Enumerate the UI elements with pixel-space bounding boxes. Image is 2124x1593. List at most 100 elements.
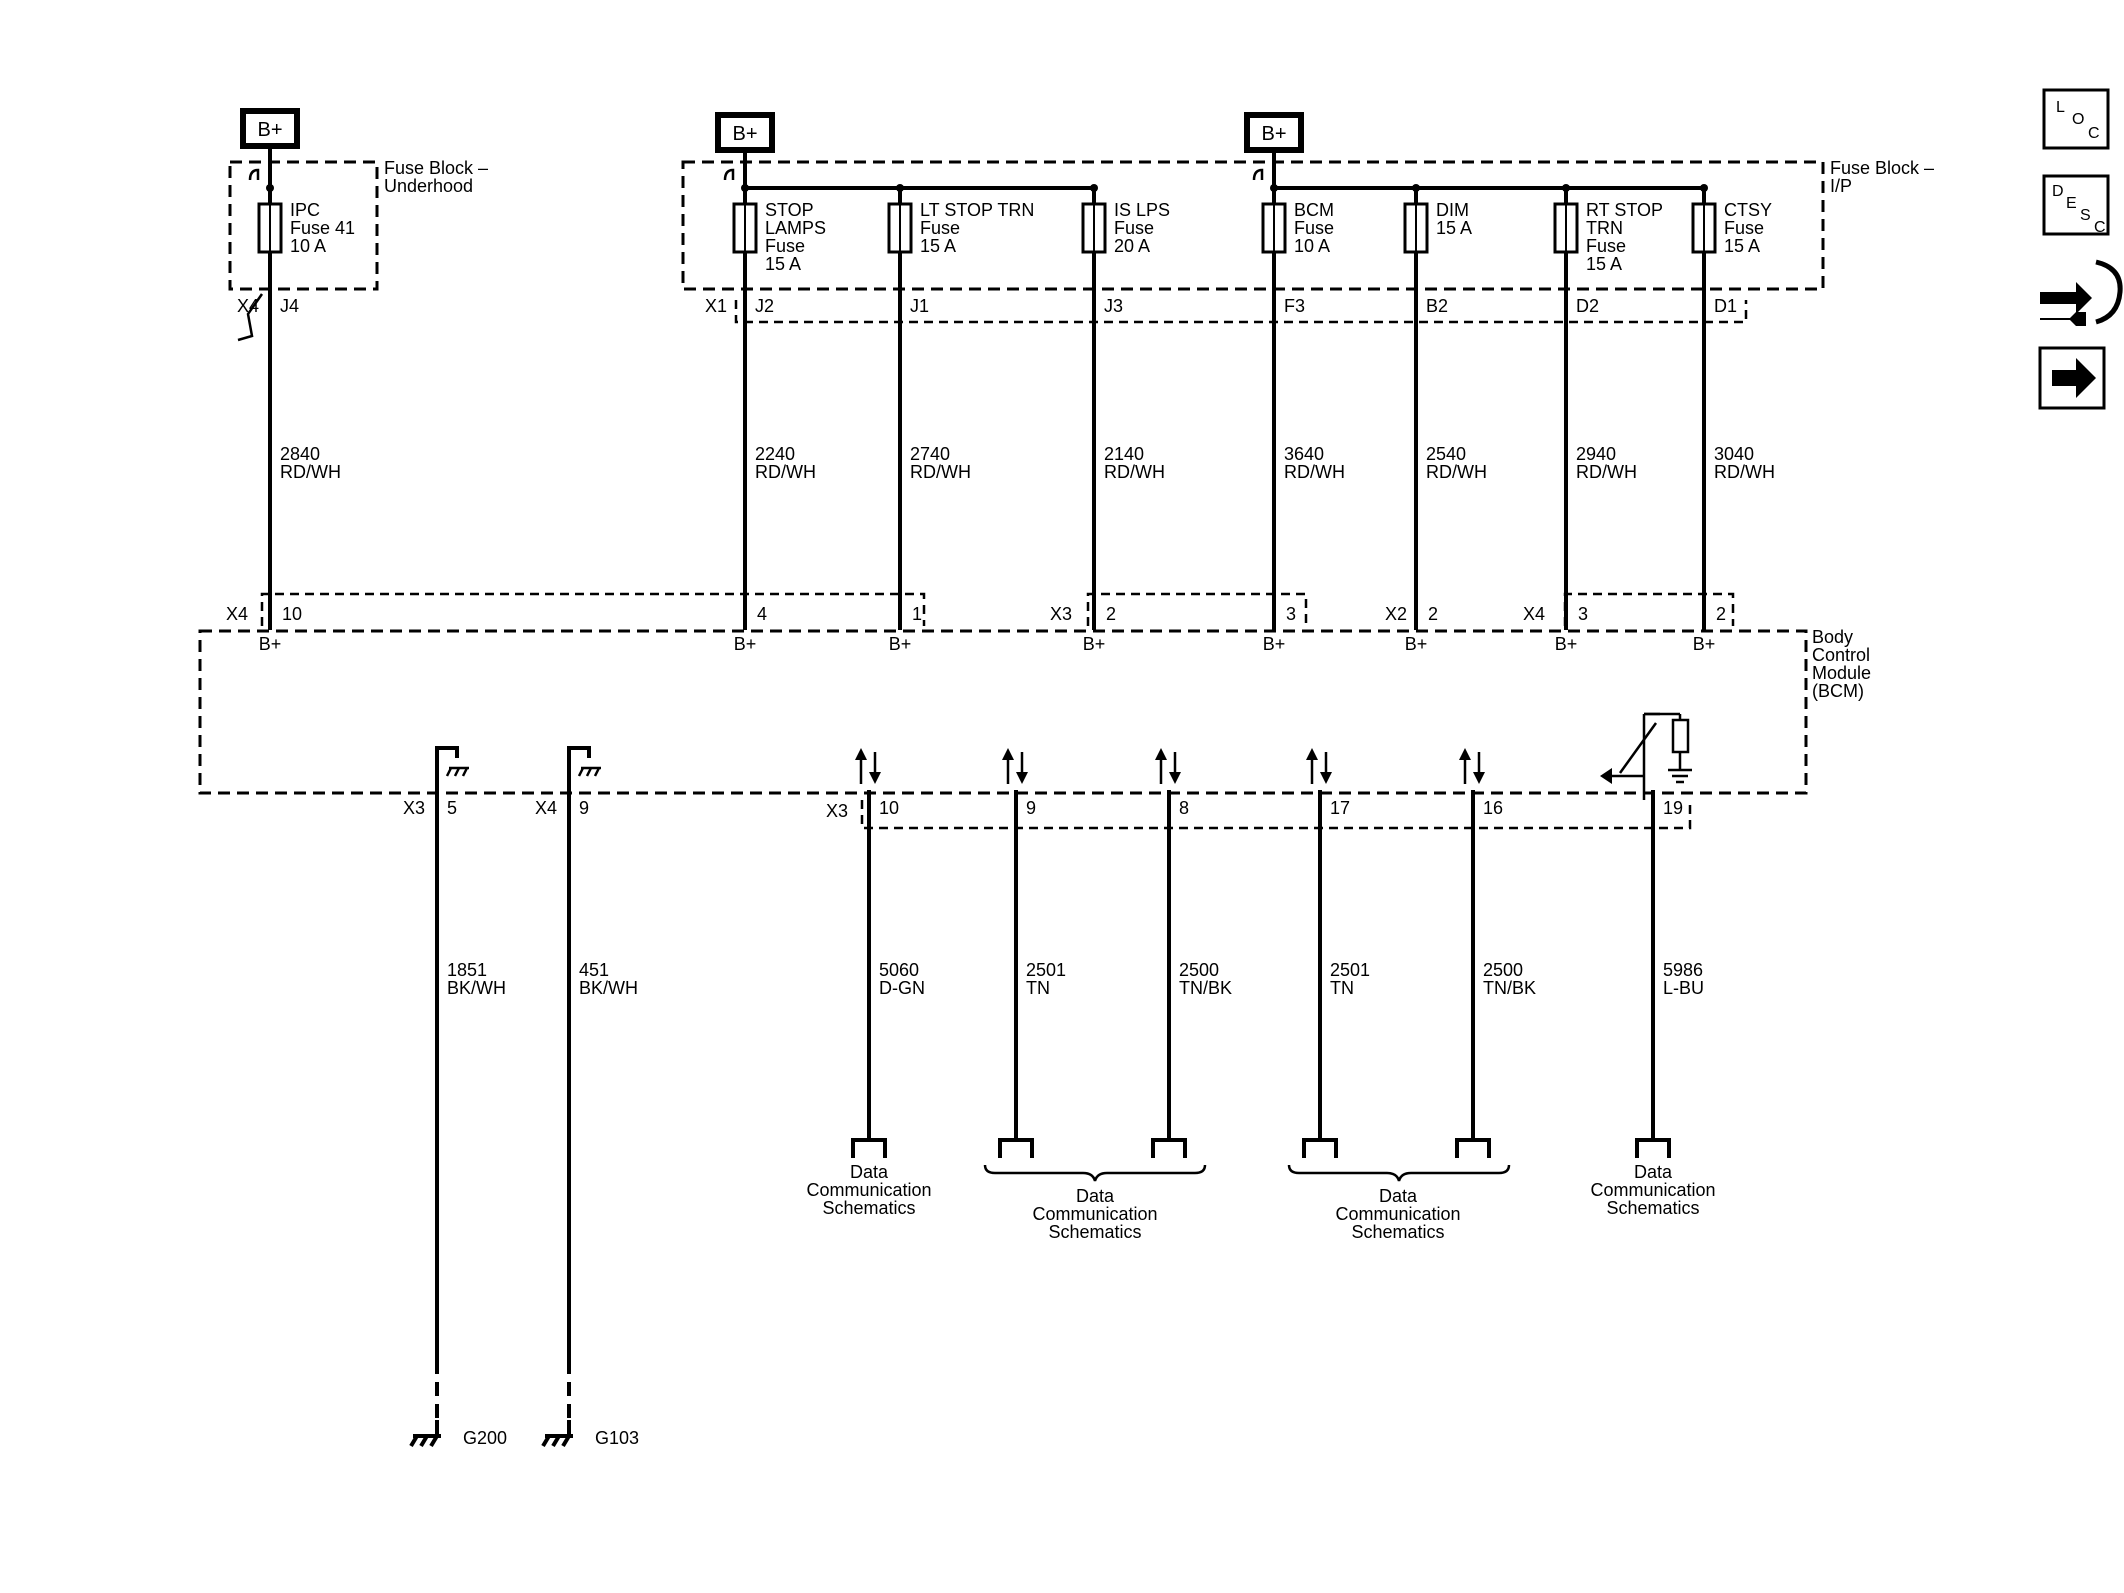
fuse-label-bcm: Fuse bbox=[1294, 218, 1334, 238]
svg-text:Data: Data bbox=[1379, 1186, 1418, 1206]
fuse-label-rtstop: RT STOP bbox=[1586, 200, 1663, 220]
fuse-block-underhood-label-1: Fuse Block – bbox=[384, 158, 488, 178]
next-page-arrow-icon[interactable] bbox=[2038, 346, 2106, 410]
fuse-block-ip-label-2: I/P bbox=[1830, 176, 1852, 196]
connector-x1: X1 bbox=[705, 296, 727, 316]
data-wire-number-9: 2501 bbox=[1026, 960, 1066, 980]
svg-text:Communication: Communication bbox=[1335, 1204, 1460, 1224]
fuse-pin-bcm: F3 bbox=[1284, 296, 1305, 316]
data-pin-16: 16 bbox=[1483, 798, 1503, 818]
bcm-pin-ltstop: 1 bbox=[912, 604, 922, 624]
data-comm-label-2: Data Communication Schematics bbox=[1032, 1186, 1157, 1242]
data-wire-number-16: 2500 bbox=[1483, 960, 1523, 980]
ground-wire-color-G200: BK/WH bbox=[447, 978, 506, 998]
connector-x4-bcm-2: X4 bbox=[1523, 604, 1545, 624]
bcm-pin-label-ltstop: B+ bbox=[889, 634, 912, 654]
connector-x3-data: X3 bbox=[826, 801, 848, 821]
fuse-pin-stop: J2 bbox=[755, 296, 774, 316]
fuse-pin-ltstop: J1 bbox=[910, 296, 929, 316]
fuse-label-ipc: Fuse 41 bbox=[290, 218, 355, 238]
fuse-entry-tick bbox=[723, 168, 735, 181]
ground-conn-G200: X3 bbox=[403, 798, 425, 818]
wire-color-stop: RD/WH bbox=[755, 462, 816, 482]
fuse-label-stop: 15 A bbox=[765, 254, 801, 274]
ground-label-G200: G200 bbox=[463, 1428, 507, 1448]
wire-number-dim: 2540 bbox=[1426, 444, 1466, 464]
connector-x3-bcm: X3 bbox=[1050, 604, 1072, 624]
fuse-label-ltstop: LT STOP TRN bbox=[920, 200, 1034, 220]
wire-color-dim: RD/WH bbox=[1426, 462, 1487, 482]
fuse-block-underhood bbox=[228, 160, 379, 291]
wire-color-islps: RD/WH bbox=[1104, 462, 1165, 482]
wire-number-ctsy: 3040 bbox=[1714, 444, 1754, 464]
fuse-entry-tick bbox=[248, 168, 260, 181]
fuse-label-dim: 15 A bbox=[1436, 218, 1472, 238]
connector-x4-top: X4 bbox=[237, 296, 259, 316]
fuse-label-rtstop: TRN bbox=[1586, 218, 1623, 238]
fuse-label-dim: DIM bbox=[1436, 200, 1469, 220]
ground-wire-color-G103: BK/WH bbox=[579, 978, 638, 998]
bcm-pin-label-ipc: B+ bbox=[259, 634, 282, 654]
location-nav-icon[interactable]: L O C bbox=[2042, 88, 2110, 150]
bcm-pin-label-bcm: B+ bbox=[1263, 634, 1286, 654]
bcm-pin-ctsy: 2 bbox=[1716, 604, 1726, 624]
data-wire-color-8: TN/BK bbox=[1179, 978, 1232, 998]
b-plus-box-2: B+ bbox=[715, 112, 775, 153]
svg-text:Data: Data bbox=[850, 1162, 889, 1182]
fuse-pin-islps: J3 bbox=[1104, 296, 1123, 316]
fuse-block-ip bbox=[681, 160, 1825, 291]
bcm-label-3: Module bbox=[1812, 663, 1871, 683]
bcm-pin-ipc: 10 bbox=[282, 604, 302, 624]
wire-number-bcm: 3640 bbox=[1284, 444, 1324, 464]
ground-wire-number-G200: 1851 bbox=[447, 960, 487, 980]
svg-text:L: L bbox=[2056, 99, 2065, 116]
ground-conn-G103: X4 bbox=[535, 798, 557, 818]
brace-2 bbox=[1287, 1164, 1511, 1182]
svg-text:B+: B+ bbox=[1261, 123, 1286, 145]
fuse-pin-rtstop: D2 bbox=[1576, 296, 1599, 316]
ground-pin-G200: 5 bbox=[447, 798, 457, 818]
fuse-label-ctsy: 15 A bbox=[1724, 236, 1760, 256]
svg-text:Schematics: Schematics bbox=[1048, 1222, 1141, 1242]
bcm-label-4: (BCM) bbox=[1812, 681, 1864, 701]
connector-x4-bcm: X4 bbox=[226, 604, 248, 624]
connector-end-view-icon[interactable] bbox=[2040, 259, 2123, 326]
svg-text:D: D bbox=[2052, 183, 2064, 200]
svg-text:Schematics: Schematics bbox=[1351, 1222, 1444, 1242]
bcm-label-2: Control bbox=[1812, 645, 1870, 665]
data-connector-symbol bbox=[1455, 1138, 1491, 1158]
wire-color-bcm: RD/WH bbox=[1284, 462, 1345, 482]
bcm-pin-bcm: 3 bbox=[1286, 604, 1296, 624]
data-comm-label-1: Data Communication Schematics bbox=[806, 1162, 931, 1218]
fuse-label-islps: IS LPS bbox=[1114, 200, 1170, 220]
wire-color-ltstop: RD/WH bbox=[910, 462, 971, 482]
description-nav-icon[interactable]: D E S C bbox=[2042, 174, 2110, 236]
wire-color-rtstop: RD/WH bbox=[1576, 462, 1637, 482]
fuse-label-bcm: 10 A bbox=[1294, 236, 1330, 256]
wire-color-ctsy: RD/WH bbox=[1714, 462, 1775, 482]
data-connector-symbol bbox=[1151, 1138, 1187, 1158]
fuse-label-ipc: 10 A bbox=[290, 236, 326, 256]
data-pin-9: 9 bbox=[1026, 798, 1036, 818]
connector-x2-bcm: X2 bbox=[1385, 604, 1407, 624]
bcm-pin-label-rtstop: B+ bbox=[1555, 634, 1578, 654]
svg-text:Data: Data bbox=[1634, 1162, 1673, 1182]
fuse-label-rtstop: Fuse bbox=[1586, 236, 1626, 256]
data-pin-17: 17 bbox=[1330, 798, 1350, 818]
svg-text:C: C bbox=[2088, 125, 2100, 142]
fuse-pin-dim: B2 bbox=[1426, 296, 1448, 316]
b-plus-box-3: B+ bbox=[1244, 112, 1304, 153]
data-wire-color-19: L-BU bbox=[1663, 978, 1704, 998]
svg-text:Data: Data bbox=[1076, 1186, 1115, 1206]
fuse-label-stop: Fuse bbox=[765, 236, 805, 256]
data-connector-symbol bbox=[851, 1138, 887, 1158]
